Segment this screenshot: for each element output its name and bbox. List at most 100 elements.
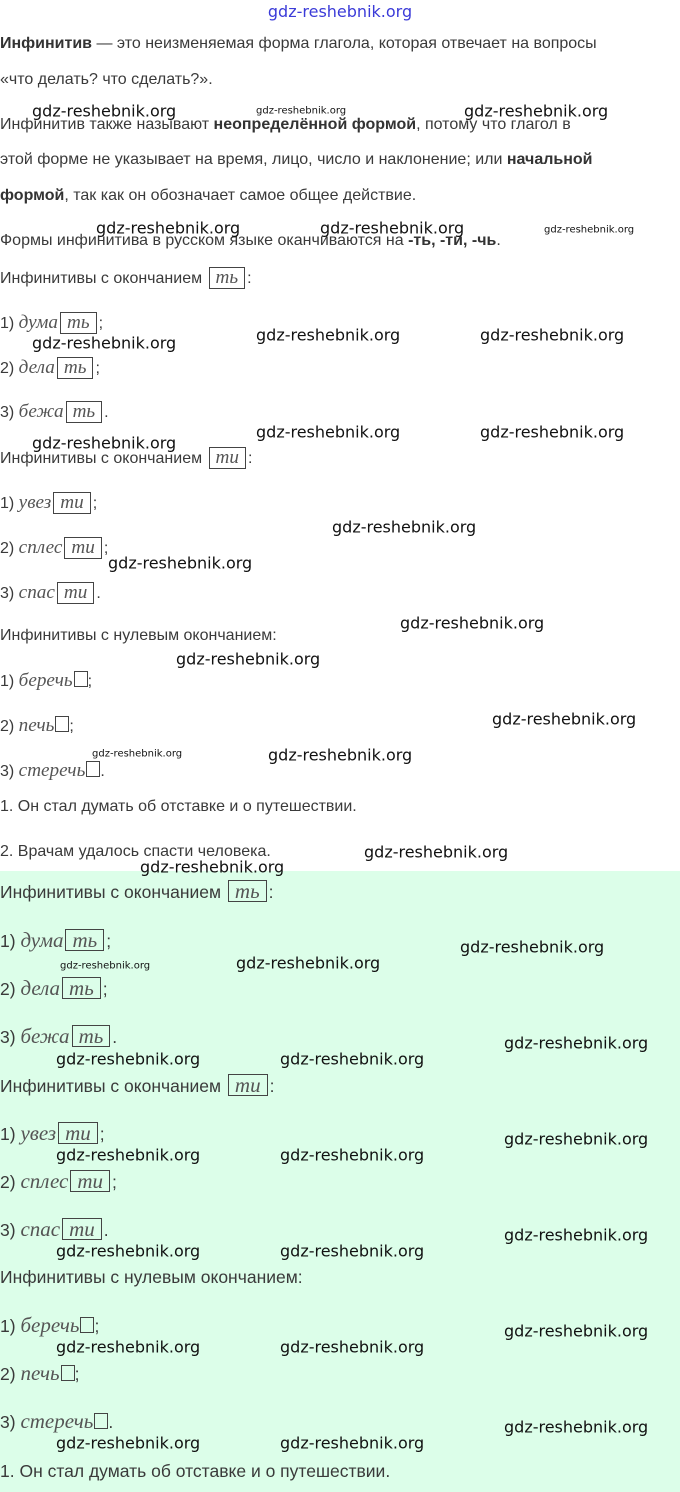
word-stem: стеречь <box>18 760 86 781</box>
ending-box: ти <box>227 1074 268 1096</box>
word-stem: бежа <box>20 1024 70 1048</box>
word-stem: спас <box>18 582 55 603</box>
group-heading: Инфинитивы с окончанием ти: <box>0 1074 274 1096</box>
item-number: 1) <box>0 673 19 690</box>
watermark: gdz-reshebnik.org <box>56 1241 201 1261</box>
word-stem: спас <box>20 1217 61 1241</box>
bold-term: Инфинитив <box>0 35 93 52</box>
zero-ending-icon <box>60 1365 75 1381</box>
item-number: 1) <box>0 1316 21 1336</box>
item-number: 3) <box>0 1027 21 1047</box>
ending-box: ти <box>64 537 102 559</box>
watermark: gdz-reshebnik.org <box>280 1433 425 1453</box>
watermark: gdz-reshebnik.org <box>56 1433 201 1453</box>
word-stem: печь <box>20 1361 60 1385</box>
sentence: 1. Он стал думать об отставке и о путеше… <box>0 1461 390 1481</box>
item-number: 2) <box>0 540 19 557</box>
watermark: gdz-reshebnik.org <box>140 857 285 877</box>
ending-box: ть <box>208 267 246 289</box>
intro-line: «что делать? что сделать?». <box>0 70 213 90</box>
item-number: 2) <box>0 360 19 377</box>
bold-term: -ть, -ти, -чь <box>408 232 497 249</box>
heading-text: Инфинитивы с нулевым окончанием: <box>0 1267 303 1287</box>
sentence-text: 1. Он стал думать об отставке и о путеше… <box>0 1461 391 1481</box>
word-stem: сплес <box>20 1169 69 1193</box>
colon: : <box>247 270 252 287</box>
watermark: gdz-reshebnik.org <box>504 1417 649 1437</box>
sentence-text: 1. Он стал думать об отставке и о путеше… <box>0 798 357 815</box>
watermark: gdz-reshebnik.org <box>60 960 151 972</box>
item-number: 3) <box>0 404 19 421</box>
punctuation: ; <box>98 315 104 332</box>
punctuation: . <box>103 1220 109 1240</box>
watermark: gdz-reshebnik.org <box>92 748 183 760</box>
list-item: 3) стеречь. <box>0 761 105 782</box>
punctuation: . <box>96 585 101 602</box>
watermark: gdz-reshebnik.org <box>544 224 635 236</box>
punctuation: . <box>108 1412 114 1432</box>
intro-line: Инфинитив — это неизменяемая форма глаго… <box>0 34 597 54</box>
word-stem: печь <box>18 715 55 736</box>
ending-box: ть <box>65 401 103 423</box>
zero-ending-icon <box>94 1413 109 1429</box>
punctuation: ; <box>69 718 74 735</box>
text-run: . <box>496 232 501 249</box>
word-stem: увез <box>20 1121 57 1145</box>
punctuation: ; <box>74 1364 80 1384</box>
watermark: gdz-reshebnik.org <box>256 325 401 345</box>
watermark: gdz-reshebnik.org <box>480 422 625 442</box>
watermark: gdz-reshebnik.org <box>280 1241 425 1261</box>
list-item: 2) печь; <box>0 1361 80 1385</box>
sentence-text: 2. Врачам удалось спасти человека. <box>0 843 271 860</box>
watermark: gdz-reshebnik.org <box>504 1225 649 1245</box>
punctuation: ; <box>103 540 109 557</box>
list-item: 1) беречь; <box>0 1315 100 1337</box>
text-run: Инфинитив также называют <box>0 116 214 133</box>
item-number: 3) <box>0 1220 21 1240</box>
zero-ending-icon <box>80 1317 95 1333</box>
item-number: 2) <box>0 1364 21 1384</box>
watermark: gdz-reshebnik.org <box>280 1337 425 1357</box>
watermark: gdz-reshebnik.org <box>108 553 253 573</box>
colon: : <box>268 882 274 902</box>
intro-line: этой форме не указывает на время, лицо, … <box>0 150 593 170</box>
watermark: gdz-reshebnik.org <box>56 1145 201 1165</box>
list-item: 2) печь; <box>0 716 74 737</box>
item-number: 1) <box>0 931 21 951</box>
heading-text: Инфинитивы с окончанием <box>0 270 207 287</box>
punctuation: . <box>100 763 105 780</box>
punctuation: ; <box>92 495 98 512</box>
sentence: 1. Он стал думать об отставке и о путеше… <box>0 797 357 817</box>
watermark: gdz-reshebnik.org <box>256 422 401 442</box>
text-run: — это неизменяемая форма глагола, котора… <box>92 35 597 52</box>
ending-box: ть <box>62 977 101 999</box>
ending-box: ть <box>227 880 267 902</box>
item-number: 1) <box>0 1124 21 1144</box>
word-stem: дума <box>20 928 64 952</box>
watermark: gdz-reshebnik.org <box>32 433 177 453</box>
word-stem: увез <box>18 492 52 513</box>
ending-box: ти <box>58 1122 98 1144</box>
bold-term: формой <box>0 187 65 204</box>
zero-ending-icon <box>86 761 101 777</box>
word-stem: стеречь <box>20 1409 94 1433</box>
watermark: gdz-reshebnik.org <box>480 325 625 345</box>
group-heading: Инфинитивы с окончанием ти: <box>0 447 252 469</box>
item-number: 3) <box>0 763 19 780</box>
ending-box: ть <box>56 357 94 379</box>
ending-box: ти <box>56 582 95 604</box>
punctuation: ; <box>94 1316 100 1336</box>
item-number: 2) <box>0 979 21 999</box>
watermark: gdz-reshebnik.org <box>56 1337 201 1357</box>
watermark: gdz-reshebnik.org <box>320 218 465 238</box>
punctuation: ; <box>95 360 100 377</box>
watermark: gdz-reshebnik.org <box>504 1033 649 1053</box>
item-number: 2) <box>0 718 19 735</box>
watermark: gdz-reshebnik.org <box>268 745 413 765</box>
word-stem: беречь <box>18 670 73 691</box>
watermark: gdz-reshebnik.org <box>504 1129 649 1149</box>
